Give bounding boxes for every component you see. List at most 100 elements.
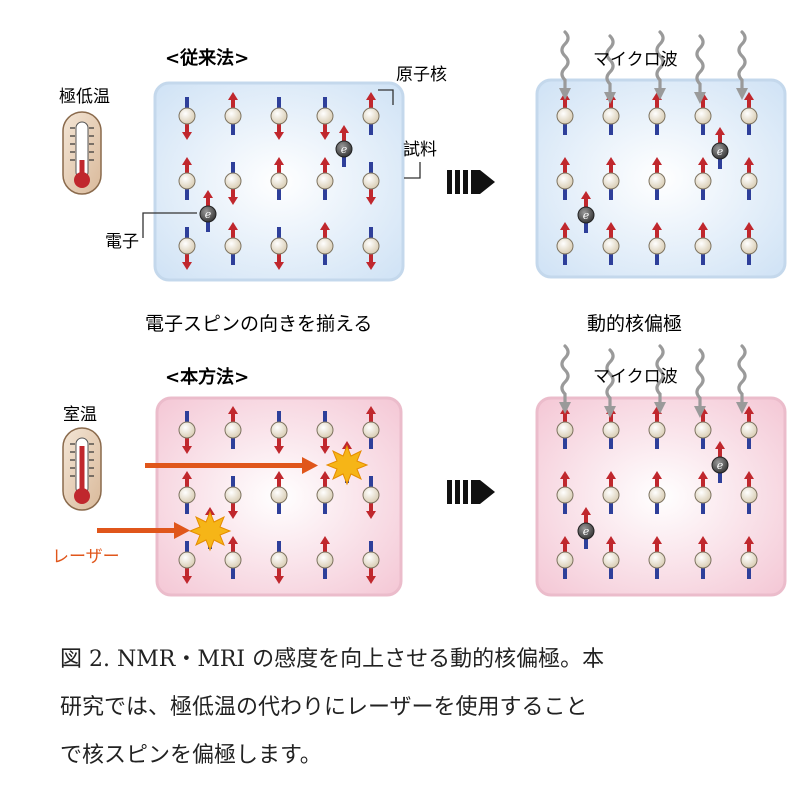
nuclear-spins-conventional-after	[556, 92, 758, 265]
nucleus-leader-line	[378, 89, 394, 105]
electron-icon: e	[711, 441, 729, 483]
microwave-icon	[559, 30, 571, 100]
dnp-label: 動的核偏極	[587, 313, 682, 335]
nuclear-spin-icon	[224, 222, 242, 265]
electron-symbol: e	[583, 525, 590, 538]
nuclear-spin-icon	[694, 157, 712, 200]
nuclear-spin-icon	[648, 222, 666, 265]
nuclear-spin-icon	[362, 162, 380, 205]
sample-leader-line	[404, 162, 421, 179]
align-electron-spin-label: 電子スピンの向きを揃える	[145, 313, 372, 335]
conventional-method-title: <従来法>	[165, 47, 249, 69]
electron-label: 電子	[105, 232, 139, 252]
microwave-arrows	[559, 30, 748, 418]
caption-line-1: 図 2. NMR・MRI の感度を向上させる動的核偏極。本	[60, 647, 605, 672]
nuclear-spin-icon	[224, 476, 242, 519]
nuclear-spin-icon	[556, 157, 574, 200]
laser-flash-lower-icon	[188, 510, 232, 552]
microwave-icon	[694, 34, 706, 104]
electron-symbol: e	[717, 145, 724, 158]
nuclear-spin-icon	[316, 157, 334, 200]
electron-icon: e	[577, 507, 595, 549]
process-arrow-bottom-icon	[447, 480, 495, 504]
nuclear-spin-icon	[648, 406, 666, 449]
caption-line-2: 研究では、極低温の代わりにレーザーを使用すること	[60, 695, 588, 720]
nuclear-spin-icon	[270, 157, 288, 200]
laser-beam-upper	[145, 457, 318, 474]
electron-icon: e	[199, 190, 217, 232]
laser-flash-upper-icon	[325, 444, 369, 486]
electron-symbol: e	[341, 143, 348, 156]
dnp-diagram: eeeeeeee	[52, 30, 787, 597]
nuclear-spin-icon	[270, 411, 288, 454]
nuclear-spin-icon	[740, 92, 758, 135]
nuclear-spin-icon	[270, 97, 288, 140]
process-arrow-top-icon	[447, 170, 495, 194]
nuclear-spin-icon	[556, 471, 574, 514]
cold-temperature-label: 極低温	[59, 87, 110, 107]
electron-icon: e	[335, 125, 353, 167]
nuclear-spin-icon	[178, 471, 196, 514]
nuclear-spin-icon	[556, 536, 574, 579]
nuclear-spin-icon	[602, 536, 620, 579]
figure-caption: 図 2. NMR・MRI の感度を向上させる動的核偏極。本 研究では、極低温の代…	[60, 636, 760, 780]
nuclear-spin-icon	[602, 471, 620, 514]
nuclear-spins-new-after	[556, 406, 758, 579]
nuclear-spin-icon	[270, 471, 288, 514]
microwave-icon	[654, 30, 666, 100]
nuclear-spin-icon	[362, 476, 380, 519]
microwave-label-bottom: マイクロ波	[593, 367, 678, 387]
nuclear-spin-icon	[694, 406, 712, 449]
nuclear-spin-icon	[178, 541, 196, 584]
electron-symbol: e	[717, 459, 724, 472]
nuclear-spin-icon	[740, 536, 758, 579]
nuclear-spin-icon	[178, 97, 196, 140]
laser-label: レーザー	[52, 547, 120, 567]
nuclear-spin-icon	[316, 411, 334, 454]
nuclear-spin-icon	[648, 92, 666, 135]
electron-leader-line	[142, 212, 197, 238]
electron-icon: e	[711, 127, 729, 169]
nuclear-spin-icon	[740, 157, 758, 200]
microwave-label-top: マイクロ波	[593, 50, 678, 70]
sample-label: 試料	[403, 140, 437, 160]
nuclear-spin-icon	[648, 471, 666, 514]
nuclear-spin-icon	[316, 222, 334, 265]
nuclear-spin-icon	[178, 227, 196, 270]
nuclear-spin-icon	[602, 222, 620, 265]
microwave-icon	[736, 30, 748, 100]
nuclear-spin-icon	[270, 541, 288, 584]
nuclear-spin-icon	[694, 471, 712, 514]
microwave-icon	[559, 344, 571, 414]
nuclear-spin-icon	[740, 471, 758, 514]
nuclear-spin-icon	[648, 157, 666, 200]
nuclear-spin-icon	[362, 92, 380, 135]
nuclear-spin-icon	[694, 92, 712, 135]
nuclear-spin-icon	[556, 222, 574, 265]
nuclear-spin-icon	[740, 222, 758, 265]
nuclear-spin-icon	[224, 406, 242, 449]
microwave-icon	[654, 344, 666, 414]
nuclear-spin-icon	[270, 227, 288, 270]
microwave-icon	[694, 348, 706, 418]
nuclear-spin-icon	[362, 227, 380, 270]
nuclear-spin-icon	[648, 536, 666, 579]
laser-beam-lower	[97, 522, 190, 539]
new-method-title: <本方法>	[165, 366, 249, 388]
microwave-icon	[604, 348, 616, 418]
nuclear-spin-icon	[224, 92, 242, 135]
nuclear-spin-icon	[224, 162, 242, 205]
electron-icon: e	[577, 191, 595, 233]
nuclear-spin-icon	[316, 471, 334, 514]
nuclear-spin-icon	[362, 541, 380, 584]
caption-line-3: で核スピンを偏極します。	[60, 743, 322, 768]
nuclear-spin-icon	[602, 157, 620, 200]
nuclear-spins-conventional-before	[178, 92, 380, 270]
nuclear-spins-new-before	[178, 406, 380, 584]
nuclear-spin-icon	[556, 406, 574, 449]
nuclear-spin-icon	[316, 97, 334, 140]
thermometer-room-icon	[62, 427, 102, 511]
electron-symbol: e	[583, 209, 590, 222]
microwave-icon	[736, 344, 748, 414]
electron-symbol: e	[205, 208, 212, 221]
